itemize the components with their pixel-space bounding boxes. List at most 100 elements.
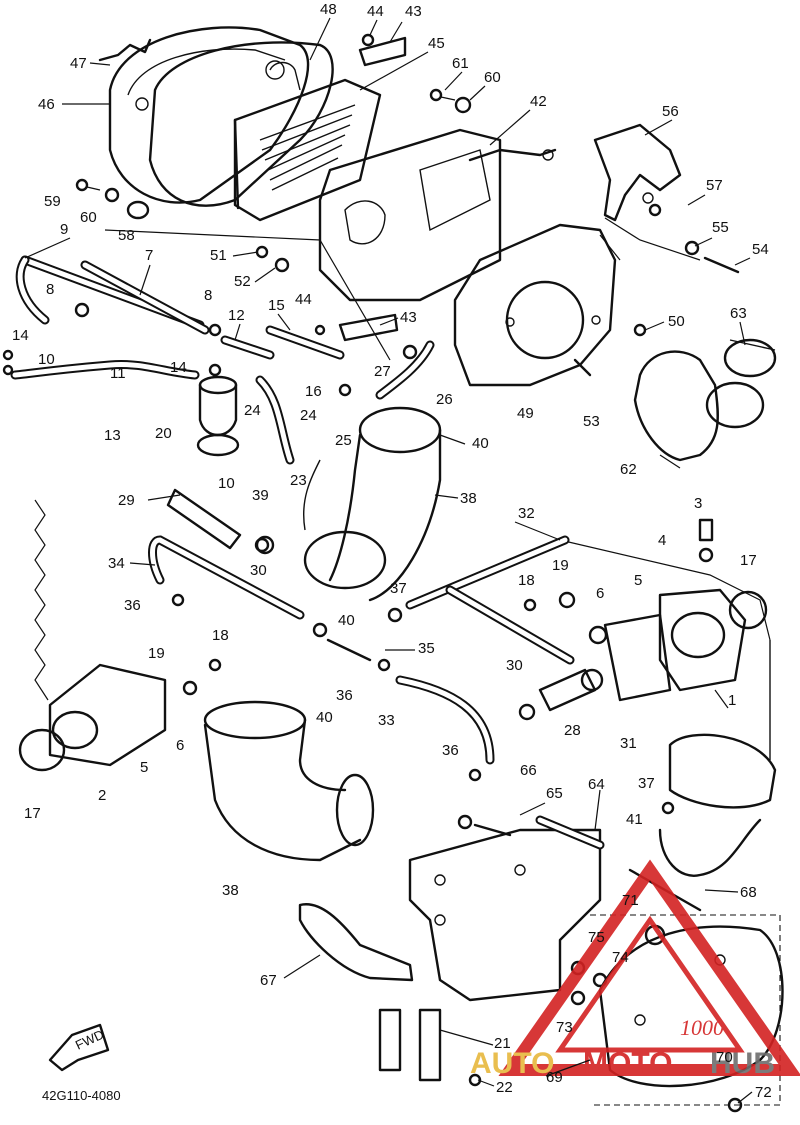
callout-37: 37 <box>390 580 407 597</box>
callout-17: 17 <box>740 552 757 569</box>
callout-22: 22 <box>496 1079 513 1096</box>
callout-54: 54 <box>752 241 769 258</box>
callout-61: 61 <box>452 55 469 72</box>
bracket-56 <box>593 123 682 222</box>
callout-36-c: 36 <box>442 742 459 759</box>
callout-49: 49 <box>517 405 534 422</box>
callout-31: 31 <box>620 735 637 752</box>
callout-30-b: 30 <box>506 657 523 674</box>
callout-17-b: 17 <box>24 805 41 822</box>
callout-19: 19 <box>552 557 569 574</box>
clamp-21 <box>378 1008 442 1082</box>
callout-46: 46 <box>38 96 55 113</box>
stay-67 <box>298 903 414 982</box>
callout-69: 69 <box>546 1069 563 1086</box>
fitting-28 <box>538 668 604 712</box>
intake-joint-62 <box>633 338 777 462</box>
callout-48: 48 <box>320 1 337 18</box>
callout-21: 21 <box>494 1035 511 1052</box>
callout-3: 3 <box>694 495 702 512</box>
callout-43: 43 <box>405 3 422 20</box>
callout-35: 35 <box>418 640 435 657</box>
hose-group-left <box>10 255 210 380</box>
diagram-code: 42G110-4080 <box>42 1088 121 1103</box>
callout-40-b: 40 <box>338 612 355 629</box>
callout-44: 44 <box>367 3 384 20</box>
air-cleaner-case <box>318 128 557 302</box>
callout-32: 32 <box>518 505 535 522</box>
callout-50: 50 <box>668 313 685 330</box>
callout-65: 65 <box>546 785 563 802</box>
callout-25: 25 <box>335 432 352 449</box>
callout-29: 29 <box>118 492 135 509</box>
callout-58: 58 <box>118 227 135 244</box>
callout-leaders <box>24 17 753 1104</box>
fwd-label: FWD <box>73 1027 106 1053</box>
callout-36-b: 36 <box>336 687 353 704</box>
callout-11: 11 <box>110 365 126 382</box>
callout-23: 23 <box>290 472 307 489</box>
callout-14: 14 <box>12 327 29 344</box>
callout-7: 7 <box>145 247 153 264</box>
callout-19-b: 19 <box>148 645 165 662</box>
callout-72: 72 <box>755 1084 772 1101</box>
valve-20 <box>196 375 240 457</box>
callout-1: 1 <box>728 692 736 709</box>
callout-27: 27 <box>374 363 391 380</box>
callout-53: 53 <box>583 413 600 430</box>
callout-52: 52 <box>234 273 251 290</box>
callout-6: 6 <box>596 585 604 602</box>
callout-55: 55 <box>712 219 729 236</box>
callout-26: 26 <box>436 391 453 408</box>
callout-5: 5 <box>634 572 642 589</box>
callout-59: 59 <box>44 193 61 210</box>
callout-14-b: 14 <box>170 359 187 376</box>
callout-70: 70 <box>716 1049 733 1066</box>
watermark-moto: MOTO <box>583 1047 672 1080</box>
callout-33: 33 <box>378 712 395 729</box>
callout-41: 41 <box>626 811 643 828</box>
callout-8: 8 <box>46 281 54 298</box>
callout-2: 2 <box>98 787 106 804</box>
hose-group-lower <box>148 535 575 765</box>
callout-40-c: 40 <box>316 709 333 726</box>
fwd-arrow: FWD <box>48 1023 110 1072</box>
intake-elbow-upper <box>303 406 442 602</box>
callout-30: 30 <box>250 562 267 579</box>
hose-group-center <box>220 325 435 465</box>
callout-8-b: 8 <box>204 287 212 304</box>
callout-63: 63 <box>730 305 747 322</box>
callout-71: 71 <box>622 892 639 909</box>
carb-joint-left <box>18 663 167 772</box>
callout-75: 75 <box>588 929 605 946</box>
air-filter-element <box>233 78 382 222</box>
watermark-hub: HUB <box>710 1047 775 1080</box>
callout-6-b: 6 <box>176 737 184 754</box>
carb-joint-right <box>603 588 768 702</box>
valve-31 <box>658 640 777 877</box>
callout-16: 16 <box>305 383 322 400</box>
callout-62: 62 <box>620 461 637 478</box>
callout-36: 36 <box>124 597 141 614</box>
callout-20: 20 <box>155 425 172 442</box>
callout-64: 64 <box>588 776 605 793</box>
callout-10-b: 10 <box>218 475 235 492</box>
callout-13: 13 <box>104 427 121 444</box>
callouts: 48 44 43 47 45 61 60 46 42 56 59 60 58 5… <box>12 1 772 1101</box>
callout-74: 74 <box>612 949 629 966</box>
callout-24: 24 <box>244 402 261 419</box>
callout-47: 47 <box>70 55 87 72</box>
callout-28: 28 <box>564 722 581 739</box>
callout-43-b: 43 <box>400 309 417 326</box>
callout-9: 9 <box>60 221 68 238</box>
side-cover-49 <box>453 223 617 387</box>
callout-57: 57 <box>706 177 723 194</box>
callout-68: 68 <box>740 884 757 901</box>
callout-15: 15 <box>268 297 285 314</box>
callout-67: 67 <box>260 972 277 989</box>
callout-24-b: 24 <box>300 407 317 424</box>
callout-60-b: 60 <box>80 209 97 226</box>
callout-12: 12 <box>228 307 245 324</box>
callout-37-b: 37 <box>638 775 655 792</box>
